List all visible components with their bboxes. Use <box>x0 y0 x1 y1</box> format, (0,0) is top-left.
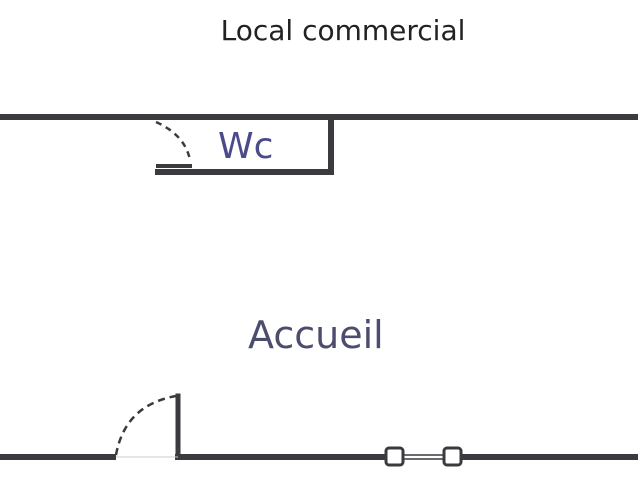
entrance-door-swing-arc <box>114 394 177 456</box>
window-post-left <box>384 446 405 467</box>
plan-title: Local commercial <box>220 14 466 47</box>
wc-door-swing-arc <box>155 120 192 161</box>
room-label-accueil: Accueil <box>248 313 384 357</box>
window <box>384 446 463 467</box>
window-post-right <box>442 446 463 467</box>
room-label-wc: Wc <box>218 126 274 167</box>
